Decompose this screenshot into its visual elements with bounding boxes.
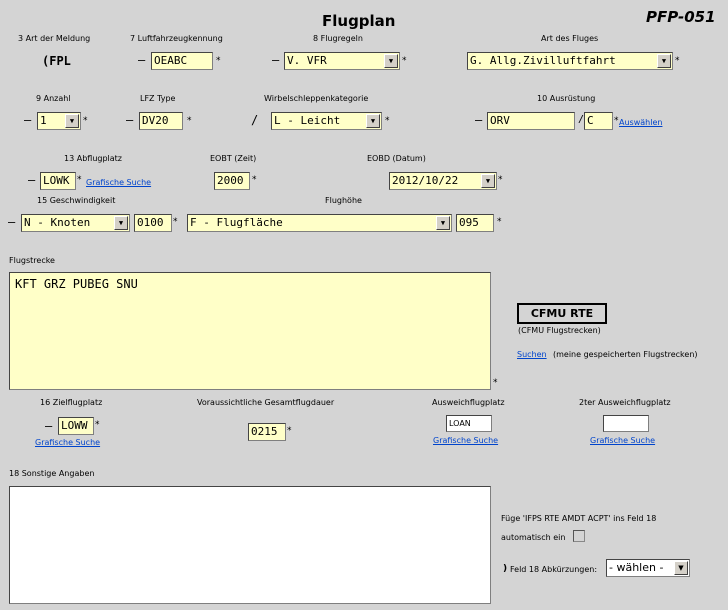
form-code: PFP-051: [646, 8, 716, 26]
required-marker: *: [497, 217, 502, 227]
flight-rules-value: V. VFR: [287, 54, 327, 67]
abbrev-label: Feld 18 Abkürzungen:: [510, 565, 598, 574]
chevron-down-icon[interactable]: ▼: [384, 54, 398, 68]
required-marker: *: [402, 56, 407, 66]
alternate1-label: Ausweichflugplatz: [432, 398, 505, 407]
speed-unit-select[interactable]: N - Knoten ▼: [21, 214, 130, 232]
dash: –: [45, 419, 53, 433]
departure-input[interactable]: LOWK: [40, 172, 76, 190]
dash: –: [24, 113, 32, 127]
ifps-text-line1: Füge 'IFPS RTE AMDT ACPT' ins Feld 18: [501, 514, 657, 523]
route-search-text: (meine gespeicherten Flugstrecken): [553, 350, 698, 359]
abbrev-select[interactable]: - wählen - ▼: [606, 559, 690, 577]
eobt-label: EOBT (Zeit): [210, 154, 257, 163]
required-marker: *: [173, 217, 178, 227]
required-marker: *: [216, 56, 221, 66]
alternate2-input[interactable]: [603, 415, 649, 432]
message-type-value: (FPL: [42, 54, 71, 68]
eobd-label: EOBD (Datum): [367, 154, 426, 163]
equipment-label: 10 Ausrüstung: [537, 94, 596, 103]
chevron-down-icon[interactable]: ▼: [436, 216, 450, 230]
chevron-down-icon[interactable]: ▼: [366, 114, 380, 128]
aircraft-id-input[interactable]: OEABC: [151, 52, 213, 70]
route-textarea[interactable]: KFT GRZ PUBEG SNU: [9, 272, 491, 390]
chevron-down-icon[interactable]: ▼: [674, 561, 688, 575]
abbrev-prefix: ): [503, 564, 508, 574]
surveillance-input[interactable]: C: [584, 112, 613, 130]
cfmu-rte-button[interactable]: CFMU RTE: [517, 303, 607, 324]
flight-rules-select[interactable]: V. VFR ▼: [284, 52, 400, 70]
required-marker: *: [252, 175, 257, 185]
level-label: Flughöhe: [325, 196, 362, 205]
required-marker: *: [385, 116, 390, 126]
required-marker: *: [493, 378, 498, 388]
aircraft-count-select[interactable]: 1 ▼: [37, 112, 81, 130]
wake-category-value: L - Leicht: [274, 114, 341, 127]
alternate2-search-link[interactable]: Grafische Suche: [590, 436, 656, 445]
eobd-select[interactable]: 2012/10/22 ▼: [389, 172, 497, 190]
required-marker: *: [614, 116, 619, 126]
required-marker: *: [83, 116, 88, 126]
speed-label: 15 Geschwindigkeit: [37, 196, 116, 205]
ifps-text-line2: automatisch ein: [501, 533, 566, 542]
departure-label: 13 Abflugplatz: [64, 154, 122, 163]
type-label: LFZ Type: [140, 94, 176, 103]
dash: –: [475, 113, 483, 127]
required-marker: *: [187, 116, 192, 126]
eobd-value: 2012/10/22: [392, 174, 459, 187]
chevron-down-icon[interactable]: ▼: [65, 114, 79, 128]
alternate1-search-link[interactable]: Grafische Suche: [433, 436, 499, 445]
field8-label: 8 Flugregeln: [313, 34, 363, 43]
slash: /: [578, 114, 585, 125]
chevron-down-icon[interactable]: ▼: [657, 54, 671, 68]
flight-type-select[interactable]: G. Allg.Zivilluftfahrt ▼: [467, 52, 673, 70]
field3-label: 3 Art der Meldung: [18, 34, 91, 43]
level-unit-value: F - Flugfläche: [190, 216, 283, 229]
chevron-down-icon[interactable]: ▼: [481, 174, 495, 188]
dash: –: [272, 53, 280, 67]
required-marker: *: [675, 56, 680, 66]
field7-label: 7 Luftfahrzeugkennung: [130, 34, 223, 43]
page-title: Flugplan: [322, 12, 396, 30]
destination-label: 16 Zielflugplatz: [40, 398, 103, 407]
other-info-textarea[interactable]: [9, 486, 491, 604]
eobt-input[interactable]: 2000: [214, 172, 250, 190]
speed-input[interactable]: 0100: [134, 214, 172, 232]
ifps-checkbox[interactable]: [573, 530, 585, 542]
level-input[interactable]: 095: [456, 214, 494, 232]
speed-unit-value: N - Knoten: [24, 216, 91, 229]
departure-search-link[interactable]: Grafische Suche: [86, 178, 152, 187]
wake-label: Wirbelschleppenkategorie: [264, 94, 369, 103]
eet-input[interactable]: 0215: [248, 423, 286, 441]
flight-type-value: G. Allg.Zivilluftfahrt: [470, 54, 616, 67]
required-marker: *: [287, 426, 292, 436]
route-label: Flugstrecke: [9, 256, 55, 265]
destination-search-link[interactable]: Grafische Suche: [35, 438, 101, 447]
aircraft-count-value: 1: [40, 114, 47, 127]
count-label: 9 Anzahl: [36, 94, 71, 103]
dash: –: [28, 173, 36, 187]
destination-input[interactable]: LOWW: [58, 417, 94, 435]
level-unit-select[interactable]: F - Flugfläche ▼: [187, 214, 452, 232]
abbrev-value: - wählen -: [609, 561, 664, 574]
required-marker: *: [77, 175, 82, 185]
dash: –: [126, 113, 134, 127]
dash: –: [8, 215, 16, 229]
equipment-input[interactable]: ORV: [487, 112, 575, 130]
dash: –: [138, 53, 146, 67]
required-marker: *: [498, 175, 503, 185]
aircraft-type-input[interactable]: DV20: [139, 112, 183, 130]
cfmu-subtitle: (CFMU Flugstrecken): [518, 326, 601, 335]
other-info-label: 18 Sonstige Angaben: [9, 469, 95, 478]
flight-type-label: Art des Fluges: [541, 34, 599, 43]
alternate2-label: 2ter Ausweichflugplatz: [579, 398, 671, 407]
route-search-link[interactable]: Suchen: [517, 350, 547, 359]
chevron-down-icon[interactable]: ▼: [114, 216, 128, 230]
required-marker: *: [95, 420, 100, 430]
wake-category-select[interactable]: L - Leicht ▼: [271, 112, 382, 130]
equipment-select-link[interactable]: Auswählen: [619, 118, 663, 127]
eet-label: Voraussichtliche Gesamtflugdauer: [197, 398, 335, 407]
slash: /: [251, 113, 259, 127]
alternate1-input[interactable]: LOAN: [446, 415, 492, 432]
